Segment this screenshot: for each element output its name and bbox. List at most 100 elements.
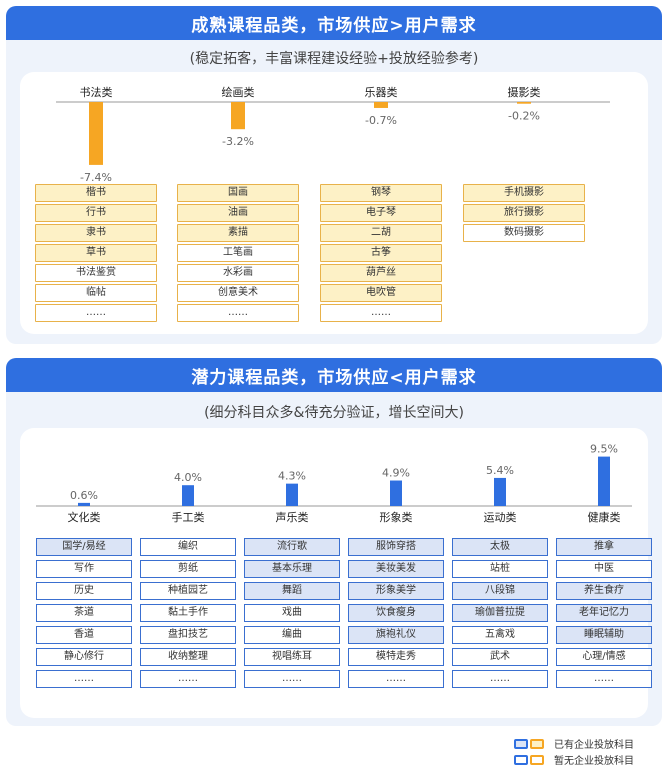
subject-tag: 历史 — [36, 582, 132, 600]
bar — [182, 485, 194, 506]
subject-tag: …… — [244, 670, 340, 688]
panel-subtitle: (细分科目众多&待充分验证，增长空间大) — [204, 405, 464, 421]
panel-subtitle: (稳定拓客，丰富课程建设经验+投放经验参考) — [189, 51, 479, 67]
value-label: -7.4% — [80, 171, 112, 184]
category-label: 书法类 — [80, 85, 113, 99]
subject-tag: 写作 — [36, 560, 132, 578]
subject-tag: 饮食瘦身 — [348, 604, 444, 622]
bar — [374, 102, 388, 108]
subject-tag: 睡眠辅助 — [556, 626, 652, 644]
subject-tag: 中医 — [556, 560, 652, 578]
subject-tag: 茶道 — [36, 604, 132, 622]
subject-tag: …… — [320, 304, 442, 322]
bar — [494, 477, 506, 506]
value-label: 0.6% — [70, 489, 98, 502]
bar — [390, 480, 402, 506]
subject-tag: 模特走秀 — [348, 648, 444, 666]
subject-tag: 剪纸 — [140, 560, 236, 578]
subject-tag: 瑜伽普拉提 — [452, 604, 548, 622]
value-label: 5.4% — [486, 464, 514, 477]
subject-tag: 国画 — [177, 184, 299, 202]
subject-tag: …… — [348, 670, 444, 688]
subject-tag: 编曲 — [244, 626, 340, 644]
mature-category-panel: 成熟课程品类，市场供应>用户需求 (稳定拓客，丰富课程建设经验+投放经验参考) … — [6, 6, 662, 344]
category-label: 形象类 — [380, 510, 413, 524]
mature-bar-chart: 书法类-7.4%绘画类-3.2%乐器类-0.7%摄影类-0.2% — [56, 85, 610, 184]
subject-tag: 草书 — [35, 244, 157, 262]
potential-chart-card: 0.6% 文化类 4.0% 手工类 4.3% 声乐类 4.9% 形象类 5.4% 运动类 9.5% 健… — [20, 428, 652, 718]
value-label: 9.5% — [590, 443, 618, 456]
subject-tag: 临帖 — [35, 284, 157, 302]
subject-tag: 戏曲 — [244, 604, 340, 622]
subject-tag: 工笔画 — [177, 244, 299, 262]
category-label: 声乐类 — [276, 510, 309, 524]
subject-tag: 隶书 — [35, 224, 157, 242]
legend-swatch-blue — [514, 754, 528, 765]
subject-tag: …… — [140, 670, 236, 688]
subject-tag: 视唱练耳 — [244, 648, 340, 666]
category-label: 手工类 — [172, 510, 205, 524]
category-label: 运动类 — [484, 510, 517, 524]
subject-tag: 推拿 — [556, 538, 652, 556]
subject-tag: 葫芦丝 — [320, 264, 442, 282]
subject-tag: 美妆美发 — [348, 560, 444, 578]
subject-tag: …… — [556, 670, 652, 688]
bar — [517, 102, 531, 104]
legend-label: 暂无企业投放科目 — [554, 756, 634, 767]
subject-tag: 素描 — [177, 224, 299, 242]
subject-tag: 钢琴 — [320, 184, 442, 202]
subject-tag: 老年记忆力 — [556, 604, 652, 622]
subject-tag: 服饰穿搭 — [348, 538, 444, 556]
subject-tag: 油画 — [177, 204, 299, 222]
legend-swatch-orange — [530, 754, 544, 765]
bar — [78, 502, 90, 506]
subject-tag: 形象美学 — [348, 582, 444, 600]
subject-tag: 国学/易经 — [36, 538, 132, 556]
subject-tag: 黏土手作 — [140, 604, 236, 622]
subject-tag: 八段锦 — [452, 582, 548, 600]
subject-tag: …… — [35, 304, 157, 322]
subject-tag: 手机摄影 — [463, 184, 585, 202]
value-label: -3.2% — [222, 135, 254, 148]
panel-title: 成熟课程品类，市场供应>用户需求 — [6, 6, 662, 40]
subject-tag: …… — [36, 670, 132, 688]
subject-tag: 养生食疗 — [556, 582, 652, 600]
mature-chart-card: 书法类-7.4%绘画类-3.2%乐器类-0.7%摄影类-0.2% 楷书行书隶书草… — [20, 72, 648, 334]
subject-tag: 静心修行 — [36, 648, 132, 666]
subject-tag: 种植园艺 — [140, 582, 236, 600]
subject-tag: …… — [177, 304, 299, 322]
legend-item-not-invested: 暂无企业投放科目 — [514, 752, 634, 767]
subject-tag: …… — [452, 670, 548, 688]
subject-tag: 电吹管 — [320, 284, 442, 302]
potential-bar-chart: 0.6% 文化类 4.0% 手工类 4.3% 声乐类 4.9% 形象类 5.4% 运动类 9.5% 健… — [36, 443, 632, 524]
potential-category-panel: 潜力课程品类，市场供应<用户需求 (细分科目众多&待充分验证，增长空间大) 0.… — [6, 358, 662, 726]
value-label: -0.2% — [508, 110, 540, 123]
subject-tag: 数码摄影 — [463, 224, 585, 242]
category-label: 健康类 — [588, 510, 621, 524]
subject-tag: 楷书 — [35, 184, 157, 202]
subject-tag: 行书 — [35, 204, 157, 222]
subject-tag: 电子琴 — [320, 204, 442, 222]
subject-tag: 书法鉴赏 — [35, 264, 157, 282]
bar — [89, 102, 103, 165]
legend-swatch-blue — [514, 738, 528, 749]
subject-tag: 流行歌 — [244, 538, 340, 556]
subject-tag: 太极 — [452, 538, 548, 556]
value-label: 4.9% — [382, 467, 410, 480]
legend-label: 已有企业投放科目 — [554, 740, 634, 751]
subject-tag: 香道 — [36, 626, 132, 644]
subject-tag: 收纳整理 — [140, 648, 236, 666]
subject-tag: 旗袍礼仪 — [348, 626, 444, 644]
subject-tag: 站桩 — [452, 560, 548, 578]
subject-tag: 盘扣技艺 — [140, 626, 236, 644]
subject-tag: 基本乐理 — [244, 560, 340, 578]
value-label: -0.7% — [365, 114, 397, 127]
category-label: 文化类 — [68, 510, 101, 524]
subject-tag: 旅行摄影 — [463, 204, 585, 222]
legend-item-invested: 已有企业投放科目 — [514, 736, 634, 751]
subject-tag: 五禽戏 — [452, 626, 548, 644]
bar — [598, 456, 610, 506]
value-label: 4.0% — [174, 471, 202, 484]
category-label: 绘画类 — [222, 85, 255, 99]
value-label: 4.3% — [278, 470, 306, 483]
